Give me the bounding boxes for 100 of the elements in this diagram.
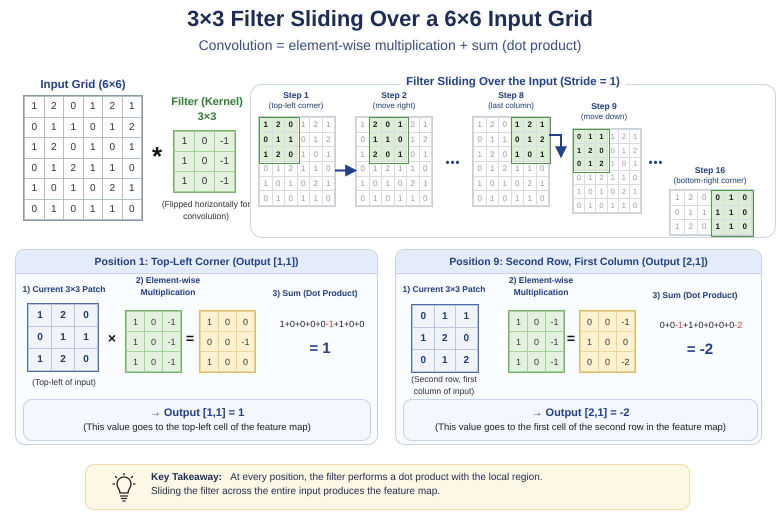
matrix-value: 2 [103,179,122,198]
matrix-value: 1 [712,206,724,220]
matrix-value: 1 [536,147,548,162]
matrix-value: 0 [413,306,434,327]
arrow [549,134,567,158]
number-grid [356,117,432,206]
sum-result: = 1 [308,340,332,357]
matrix-value: 1 [322,147,334,162]
number-grid [28,304,98,371]
matrix-value: 1 [512,162,523,176]
matrix-value: 1 [499,176,510,190]
matrix-value: 0 [499,191,510,206]
sum-expression: 0+0-1+1+0+0+0+0-2 [658,320,744,330]
matrix-value: 0 [486,176,498,190]
matrix-value: 1 [474,176,486,190]
matrix-value: 0 [64,138,82,158]
matrix-value: 1 [122,97,141,116]
matrix-value: 0 [617,332,634,351]
matrix-value: 1 [394,191,406,206]
diagram-title: 3×3 Filter Sliding Over a 6×6 Input Grid [186,6,594,32]
matrix-value: 0 [237,312,254,331]
matrix-value: 0 [499,118,510,132]
matrix-value: 1 [310,132,322,146]
section-label: 3) Sum (Dot Product) [272,287,358,299]
matrix-value: 1 [394,147,406,162]
matrix-value: 0 [64,97,82,116]
matrix-value: 0 [103,138,122,158]
matrix-value: 2 [486,118,498,132]
matrix-value: 0 [394,176,406,190]
matrix-value: 1 [512,191,523,206]
matrix-value: -1 [617,312,634,331]
matrix-value: 1 [298,162,309,176]
matrix-value: 1 [684,206,697,220]
matrix-value: 1 [44,118,63,137]
matrix-value: 1 [285,132,296,146]
matrix-value: 1 [474,147,486,162]
matrix-value: 0 [25,200,44,219]
grid-note: (Top-left of input) [31,376,97,388]
grid-heading: Filter (Kernel) 3×3 [170,95,244,125]
matrix-value: 1 [394,162,406,176]
matrix-value: 1 [122,179,141,198]
matrix-value: 2 [407,176,418,190]
matrix-value: 2 [310,118,322,132]
matrix-value: 0 [145,352,162,371]
matrix-value: 1 [370,132,381,146]
subtitle: Convolution = element-wise multiplication + sum (dot product) [198,37,582,53]
matrix-value: -1 [215,172,234,191]
matrix-value: 1 [524,132,536,146]
matrix-value: 0 [260,132,272,146]
matrix-value: 1 [127,332,144,351]
step-title: Step 9 [590,101,618,111]
matrix-value: 0 [370,176,381,190]
matrix-value: 1 [420,147,431,162]
matrix-value: -1 [163,312,180,331]
matrix-value: 0 [310,147,322,162]
operator-sign: = [184,330,196,346]
matrix-value: 1 [175,152,194,171]
number-grid [580,311,635,372]
output-note: (This value goes to the top-left cell of the feature map) [83,422,311,433]
ellipsis-dots: • • • [444,157,460,169]
number-grid [126,311,181,372]
matrix-value: 1 [52,327,74,348]
output-box [403,399,758,441]
matrix-value: 2 [420,132,431,146]
matrix-value: 1 [272,191,284,206]
matrix-value: 0 [195,132,214,151]
matrix-value: 2 [382,162,394,176]
sum-result: = -2 [686,341,714,358]
matrix-value: 2 [434,328,455,349]
matrix-value: 0 [524,147,536,162]
panel-card [395,249,762,445]
matrix-value: 1 [725,191,738,205]
matrix-value: 0 [29,327,51,348]
matrix-value: 1 [536,176,548,190]
matrix-value: 2 [272,147,284,162]
matrix-value: 0 [285,147,296,162]
matrix-value: 0 [382,147,394,162]
matrix-value: 1 [382,176,394,190]
matrix-value: 1 [510,352,527,371]
matrix-value: 0 [44,179,63,198]
step-caption: (move right) [372,101,416,110]
matrix-value: 1 [285,176,296,190]
matrix-value: 1 [103,158,122,178]
matrix-value: 1 [64,118,82,137]
matrix-value: 0 [382,191,394,206]
step-title: Step 2 [380,90,408,100]
matrix-value: 0 [122,200,141,219]
matrix-value: 0 [64,200,82,219]
matrix-value: 1 [413,328,434,349]
output-note: (This value goes to the first cell of the second row in the feature map) [435,422,726,433]
matrix-value: 0 [219,312,236,331]
takeaway-text: Key Takeaway: At every position, the filter performs a dot product with the local region. [151,472,544,483]
matrix-value: -2 [617,352,634,371]
matrix-value: 1 [84,200,102,219]
matrix-value: 0 [285,191,296,206]
matrix-value: 2 [44,138,63,158]
step-caption: (move down) [580,112,628,121]
matrix-value: 1 [298,147,309,162]
matrix-value: 0 [581,312,598,331]
matrix-value: 0 [512,176,523,190]
